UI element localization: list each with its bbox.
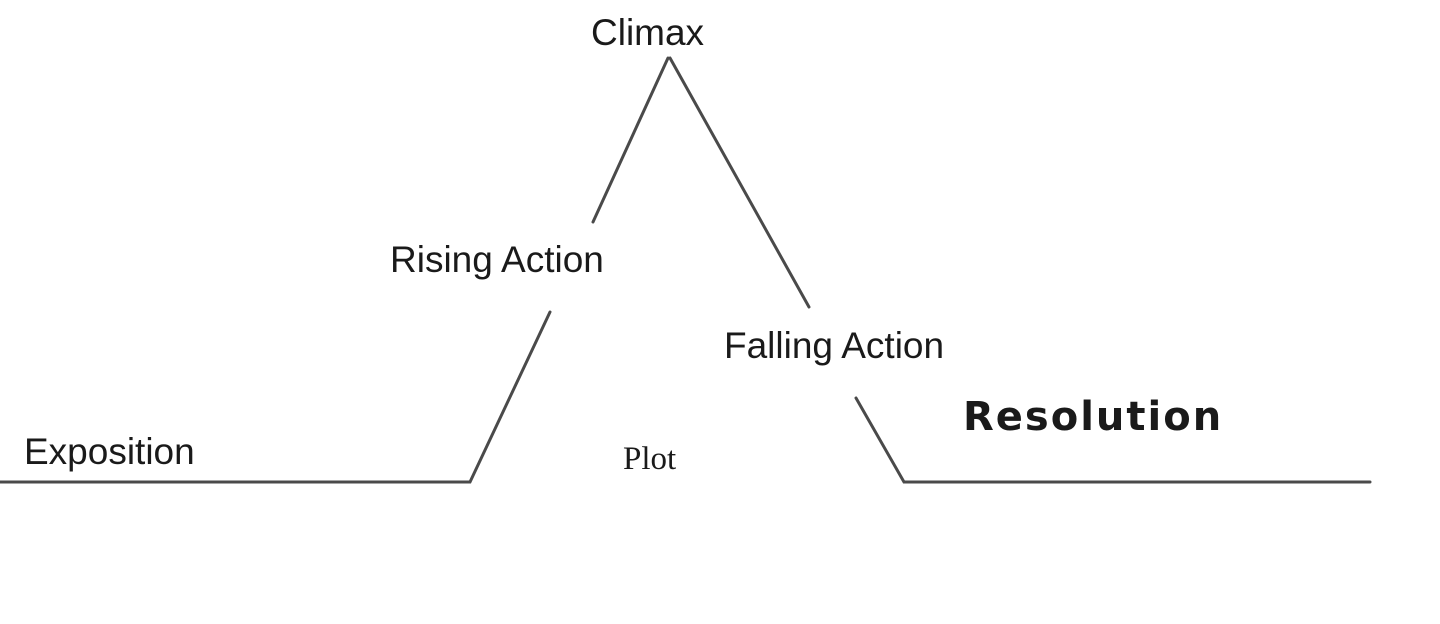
plot-caption: Plot (623, 441, 677, 477)
exposition-label: Exposition (24, 431, 195, 472)
exposition-line (0, 310, 552, 484)
falling-action-line (668, 56, 811, 309)
rising-action-line (591, 56, 670, 224)
falling-action-label: Falling Action (724, 325, 945, 366)
resolution-label: Resolution (963, 394, 1224, 440)
resolution-line (854, 396, 1372, 484)
climax-label: Climax (591, 12, 705, 53)
rising-action-label: Rising Action (390, 239, 604, 280)
